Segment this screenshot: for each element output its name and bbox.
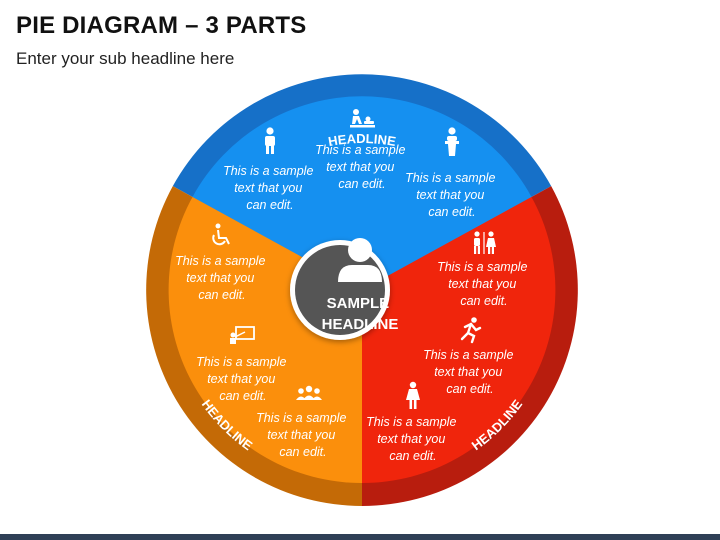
wheelchair-icon	[212, 223, 230, 246]
text-red-2: This is a sample text that you can edit.	[423, 348, 517, 396]
page-title: PIE DIAGRAM – 3 PARTS	[16, 12, 307, 39]
presentation-icon	[230, 326, 255, 344]
text-red-3: This is a sample text that you can edit.	[366, 415, 460, 463]
text-blue-1: This is a sample text that you can edit.	[223, 164, 317, 212]
text-orange-1: This is a sample text that you can edit.	[175, 254, 269, 302]
segment-blue	[192, 96, 532, 291]
podium-speaker-icon	[445, 127, 459, 156]
text-orange-2: This is a sample text that you can edit.	[196, 355, 290, 403]
text-orange-3: This is a sample text that you can edit.	[256, 411, 350, 459]
text-red-1: This is a sample text that you can edit.	[437, 260, 531, 308]
segment-red	[362, 197, 556, 484]
text-blue-2: This is a sample text that you can edit.	[315, 143, 409, 191]
woman-icon	[406, 381, 420, 409]
person-icon	[338, 238, 382, 282]
bottom-accent-bar	[0, 534, 720, 540]
group-icon	[296, 385, 322, 400]
text-blue-3: This is a sample text that you can edit.	[405, 171, 499, 219]
baby-changing-icon	[350, 109, 375, 128]
person-standing-icon	[265, 127, 275, 154]
restroom-icon	[474, 231, 496, 254]
center-badge: SAMPLE HEADLINE	[290, 238, 398, 340]
headline-blue: HEADLINE	[327, 131, 397, 149]
center-label: SAMPLE HEADLINE	[322, 295, 399, 333]
running-person-icon	[460, 317, 482, 344]
page-subtitle: Enter your sub headline here	[16, 49, 235, 68]
